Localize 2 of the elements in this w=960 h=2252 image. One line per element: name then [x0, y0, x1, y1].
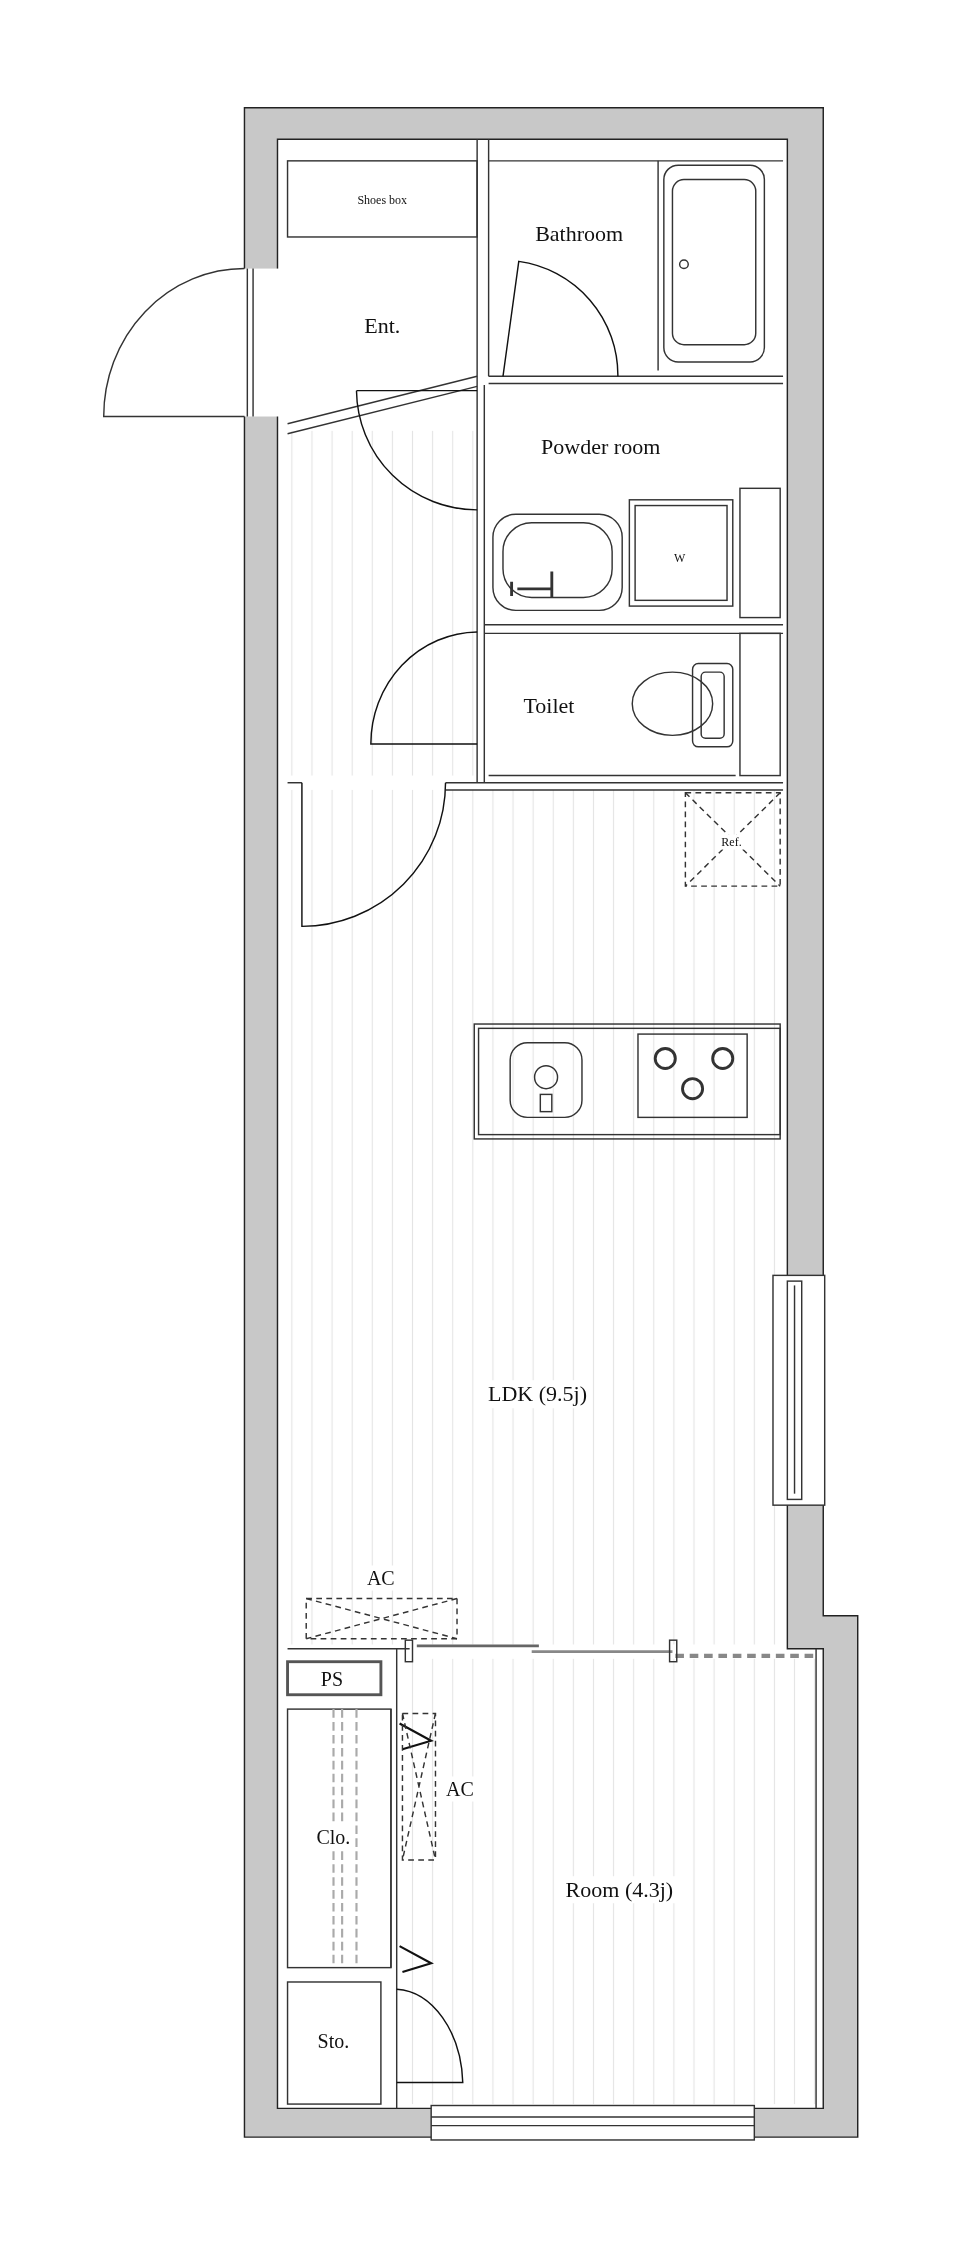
- fixture-label: Ref.: [718, 834, 745, 850]
- fixture-label: AC: [443, 1776, 477, 1802]
